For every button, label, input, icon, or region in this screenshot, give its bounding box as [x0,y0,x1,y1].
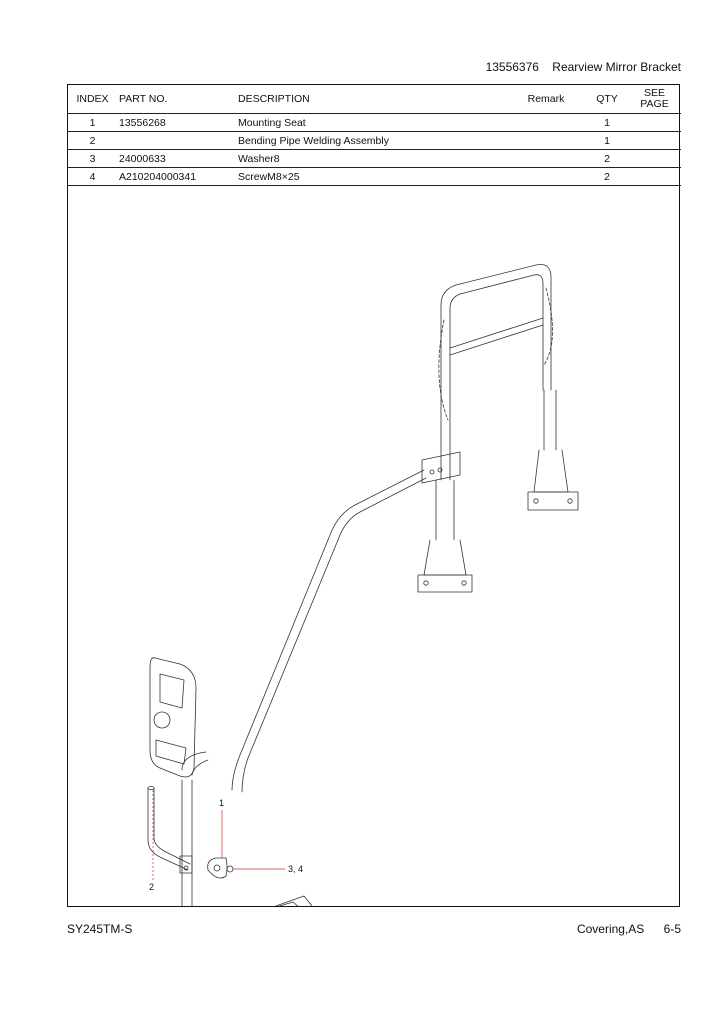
mirror-rod-plate [179,855,193,874]
base-bolt [533,498,539,504]
table-header-row: INDEX PART NO. DESCRIPTION Remark QTY SE… [68,85,681,114]
frame-inner-panel-edge [543,287,553,366]
cell-index: 1 [68,113,117,132]
cell-qty: 1 [586,131,628,150]
vertical-pipe [181,779,193,906]
cell-description: ScrewM8×25 [236,167,506,186]
clamp-bolt [437,467,443,473]
document-title: 13556376 Rearview Mirror Bracket [486,60,681,74]
document-title-text: Rearview Mirror Bracket [552,60,681,74]
rearview-mirror [149,657,197,778]
column-header-part-no: PART NO. [119,93,168,105]
cell-description: Washer8 [236,149,506,168]
mirror-rod-bolt [183,865,189,871]
table-row: 2 Bending Pipe Welding Assembly 1 [68,131,681,150]
mirror-rod-end [147,786,155,790]
right-post-base-plate [527,491,579,511]
cell-remark [506,131,586,150]
cell-remark [506,113,586,132]
cell-see-page [628,167,681,186]
table-row: 3 24000633 Washer8 2 [68,149,681,168]
callout-item-3-4: 3, 4 [288,864,303,874]
table-row: 1 13556268 Mounting Seat 1 [68,113,681,132]
column-header-description: DESCRIPTION [238,93,310,105]
cell-qty: 2 [586,167,628,186]
frame-top-loop-inner [449,274,544,481]
mirror-ball-joint [153,711,171,729]
cell-see-page [628,149,681,168]
cell-index: 4 [68,167,117,186]
parts-table: INDEX PART NO. DESCRIPTION Remark QTY SE… [68,85,681,186]
frame-inner-panel-edge-left [438,319,449,421]
exploded-view-drawing: 1 2 3, 4 [147,264,579,906]
clamp-bolt [429,469,435,475]
cell-remark [506,149,586,168]
footer-model: SY245TM-S [67,922,133,936]
cell-part-no [117,131,236,150]
callout-item-2: 2 [149,882,154,892]
left-post-gusset [423,539,467,576]
lower-bracket-arm [278,901,299,906]
cell-part-no: 24000633 [117,149,236,168]
cell-see-page [628,131,681,150]
screw-washer [226,865,234,873]
cell-remark [506,167,586,186]
mirror-glass [159,673,185,709]
parts-page-frame: INDEX PART NO. DESCRIPTION Remark QTY SE… [67,84,681,907]
mounting-seat-hole [213,864,221,872]
cell-part-no: A210204000341 [117,167,236,186]
frame-crossbar [449,317,544,356]
cell-see-page [628,113,681,132]
mirror-rod [147,787,191,871]
footer-right: Covering,AS 6-5 [577,922,681,936]
pipe-upper-bend [181,751,209,776]
cell-description: Bending Pipe Welding Assembly [236,131,506,150]
cell-qty: 2 [586,149,628,168]
lower-bracket-tab [274,895,313,906]
left-post-base-plate [417,574,473,593]
column-header-see-page: SEE PAGE [640,87,669,110]
column-header-qty: QTY [596,93,618,105]
bent-pipe-arm-outer [231,469,425,791]
column-header-remark: Remark [527,93,565,105]
base-bolt [461,580,467,586]
footer-section: Covering,AS [576,922,645,936]
right-post-lower [543,389,557,451]
cell-index: 3 [68,149,117,168]
document-part-number: 13556376 [485,60,539,74]
footer-page-number: 6-5 [663,922,681,936]
cell-description: Mounting Seat [236,113,506,132]
base-bolt [423,580,429,586]
table-row: 4 A210204000341 ScrewM8×25 2 [68,167,681,186]
cell-index: 2 [68,131,117,150]
frame-top-loop-outer [440,264,552,481]
cell-qty: 1 [586,113,628,132]
callout-item-1: 1 [219,798,224,808]
base-bolt [567,498,573,504]
post-clamp [421,451,461,484]
column-header-index: INDEX [76,93,109,105]
mirror-lower-panel [155,739,187,765]
left-post-lower [435,479,455,541]
cell-part-no: 13556268 [117,113,236,132]
right-post-gusset [533,449,569,493]
bent-pipe-arm-inner [241,477,427,793]
mounting-seat [207,857,228,879]
